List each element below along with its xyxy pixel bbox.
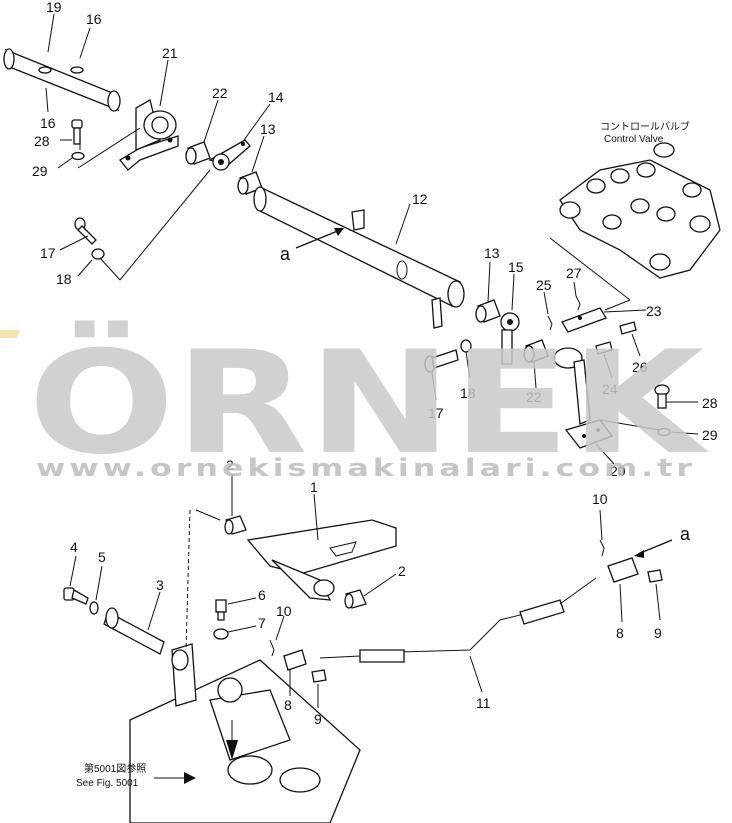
callout-17: 17 bbox=[428, 405, 444, 421]
pin-10-right bbox=[599, 539, 605, 557]
bolt-24 bbox=[595, 341, 613, 355]
pedal-1 bbox=[246, 519, 397, 601]
callout-9: 9 bbox=[314, 711, 322, 727]
shaft-12 bbox=[253, 186, 465, 329]
watermark: ÖRNEK www.ornekismakinalari.com.tr bbox=[0, 319, 710, 486]
callout-21: 21 bbox=[162, 45, 178, 61]
callout-15: 15 bbox=[508, 259, 524, 275]
callout-28: 28 bbox=[34, 133, 50, 149]
shaft-19 bbox=[3, 48, 121, 112]
bushing-2-right bbox=[344, 589, 367, 609]
callout-1: 1 bbox=[310, 479, 318, 495]
bolt-28-upper bbox=[71, 119, 83, 145]
bolt-26 bbox=[619, 321, 637, 335]
bracket-20 bbox=[553, 347, 614, 449]
bushing-2-left bbox=[224, 515, 247, 535]
bolt-9-left bbox=[311, 669, 327, 683]
callout-17: 17 bbox=[40, 245, 56, 261]
callout-2: 2 bbox=[398, 563, 406, 579]
callout-22: 22 bbox=[212, 85, 228, 101]
control-valve bbox=[549, 142, 721, 311]
control-valve-label-en: Control Valve bbox=[604, 134, 664, 145]
callout-labels: 19 16 16 21 22 14 13 28 29 12 17 18 13 1… bbox=[32, 0, 718, 789]
bolt-9-right bbox=[647, 569, 663, 583]
callout-13: 13 bbox=[260, 121, 276, 137]
callout-6: 6 bbox=[258, 587, 266, 603]
see-fig-label-en: See Fig. 5001 bbox=[76, 778, 139, 789]
callout-23: 23 bbox=[646, 303, 662, 319]
clevis-8-right bbox=[607, 557, 639, 583]
pin-25 bbox=[547, 315, 553, 331]
clevis-8-left bbox=[283, 649, 307, 671]
callout-18: 18 bbox=[56, 271, 72, 287]
callout-14: 14 bbox=[268, 89, 284, 105]
callout-13: 13 bbox=[484, 245, 500, 261]
ref-arrow-a-upper bbox=[295, 228, 344, 249]
callout-7: 7 bbox=[258, 615, 266, 631]
callout-8: 8 bbox=[616, 625, 624, 641]
callout-16: 16 bbox=[40, 115, 56, 131]
callout-26: 26 bbox=[632, 359, 648, 375]
callout-4: 4 bbox=[70, 539, 78, 555]
bolt-4 bbox=[63, 587, 89, 605]
bracket-21 bbox=[119, 99, 179, 171]
leader-lines-lower bbox=[69, 474, 661, 708]
ref-label-a-upper: a bbox=[280, 244, 291, 264]
callout-3: 3 bbox=[156, 577, 164, 593]
callout-22: 22 bbox=[526, 389, 542, 405]
bolt-17-upper bbox=[74, 217, 97, 245]
lever-15 bbox=[500, 312, 520, 365]
callout-28: 28 bbox=[702, 395, 718, 411]
callout-8: 8 bbox=[284, 697, 292, 713]
washer-5 bbox=[89, 601, 99, 615]
callout-16: 16 bbox=[86, 11, 102, 27]
bushing-22-upper bbox=[185, 141, 211, 165]
callout-2: 2 bbox=[226, 457, 234, 473]
callout-10: 10 bbox=[592, 491, 608, 507]
bolt-28-lower bbox=[654, 384, 670, 409]
bolt-17-lower bbox=[424, 349, 459, 373]
washer-29-upper bbox=[71, 151, 85, 161]
callout-25: 25 bbox=[536, 277, 552, 293]
callout-12: 12 bbox=[412, 191, 428, 207]
callout-19: 19 bbox=[46, 0, 62, 15]
callout-18: 18 bbox=[460, 385, 476, 401]
leader-lines-upper bbox=[45, 13, 699, 465]
floor-frame bbox=[129, 509, 361, 823]
watermark-url: www.ornekismakinalari.com.tr bbox=[36, 454, 696, 482]
callout-29: 29 bbox=[32, 163, 48, 179]
nut-7 bbox=[213, 628, 229, 640]
ref-label-a-lower: a bbox=[680, 524, 691, 544]
bushing-13-lower bbox=[475, 299, 501, 323]
callout-27: 27 bbox=[566, 265, 582, 281]
callout-5: 5 bbox=[98, 549, 106, 565]
bushing-22-lower bbox=[523, 339, 549, 363]
bolt-6 bbox=[215, 599, 227, 621]
callout-20: 20 bbox=[610, 463, 626, 479]
callout-9: 9 bbox=[654, 625, 662, 641]
callout-29: 29 bbox=[702, 427, 718, 443]
lever-14 bbox=[208, 139, 251, 171]
callout-11: 11 bbox=[476, 695, 491, 711]
callout-10: 10 bbox=[276, 603, 292, 619]
callout-24: 24 bbox=[602, 381, 618, 397]
cable-11 bbox=[319, 577, 597, 663]
pin-10-left bbox=[269, 639, 275, 657]
washer-18-upper bbox=[91, 248, 105, 260]
ref-arrow-a-lower bbox=[634, 539, 673, 558]
see-fig-label-jp: 第5001図参照 bbox=[84, 762, 146, 775]
watermark-brand: ÖRNEK bbox=[28, 319, 710, 486]
pin-27 bbox=[575, 295, 581, 311]
control-valve-label-jp: コントロールバルブ bbox=[600, 120, 690, 133]
clevis-23 bbox=[561, 307, 607, 333]
pin-3 bbox=[103, 607, 165, 655]
